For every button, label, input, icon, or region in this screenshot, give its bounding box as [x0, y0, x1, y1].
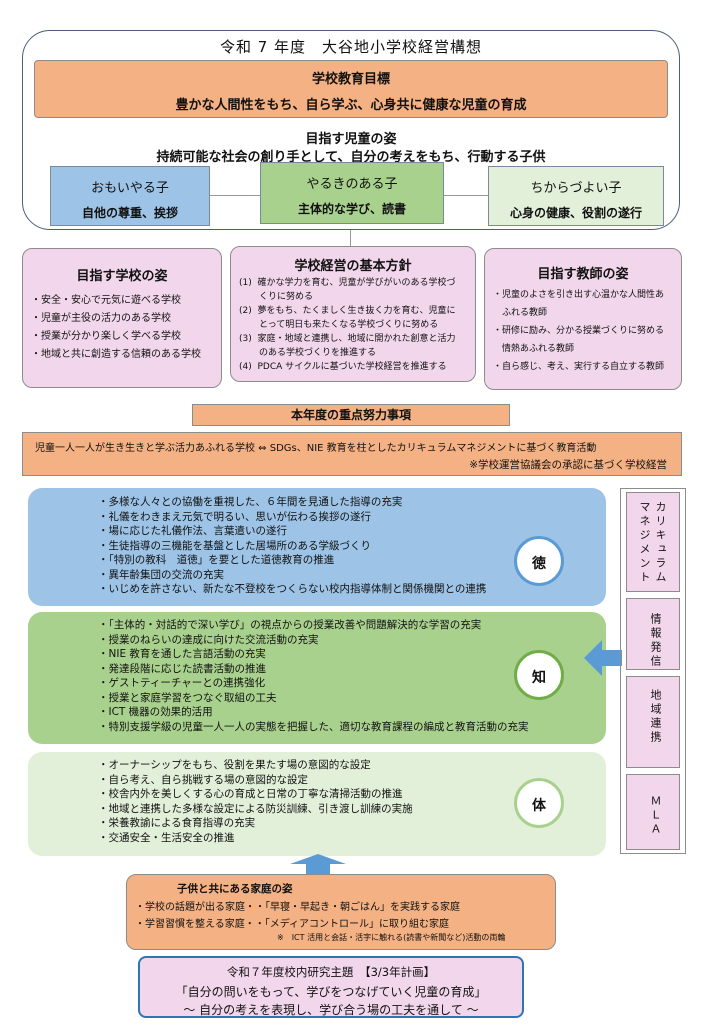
list-item: ・異年齢集団の交流の充実: [98, 568, 224, 581]
child-image-heading: 目指す児童の姿: [305, 132, 397, 147]
connector-line: [350, 230, 351, 248]
list-item: くりに努める: [239, 292, 314, 302]
list-item: (1) 確かな学力を育む、児童が学びがいのある学校づ: [239, 278, 456, 288]
child-box-sub: 心身の健康、役割の遂行: [509, 206, 642, 220]
list-item: 情熱あふれる教師: [493, 344, 575, 354]
tab-label: 地域連携: [649, 689, 662, 745]
goal-text: 豊かな人間性をもち、自ら学ぶ、心身共に健康な児童の育成: [175, 98, 527, 113]
list-item: ・発達段階に応じた読書活動の推進: [98, 662, 266, 675]
list-item: ・自ら考え、自ら挑戦する場の意図的な設定: [98, 773, 308, 786]
family-note: ※ ICT 活用と会話・活字に触れる(読書や新聞など)活動の両輪: [277, 933, 506, 942]
arrow-left-icon: [584, 640, 622, 676]
list-item: ・授業が分かり楽しく学べる学校: [31, 331, 181, 342]
child-box-yaruki: やるきのある子 主体的な学び、読書: [260, 162, 444, 224]
list-item: ・「特別の教科 道徳」を要とした道徳教育の推進: [98, 554, 335, 566]
child-box-title: やるきのある子: [306, 177, 398, 192]
child-image-text: 持続可能な社会の創り手として、自分の考えをもち、行動する子供: [156, 150, 546, 165]
tab-label: 情報発信: [649, 613, 662, 669]
research-theme-box: 令和７年度校内研究主題 【3/3年計画】 「自分の問いをもって、学びをつなげてい…: [138, 956, 524, 1018]
list-item: ・児童が主役の活力のある学校: [31, 313, 171, 324]
child-box-sub: 主体的な学び、読書: [297, 202, 406, 216]
connector-line: [444, 195, 488, 196]
list-item: ・栄養教諭による食育指導の充実: [98, 817, 256, 829]
right-tabs-frame: [620, 488, 686, 854]
list-item: (4) PDCA サイクルに基づいた学校経営を推進する: [239, 362, 447, 372]
research-title: 令和７年度校内研究主題 【3/3年計画】: [226, 965, 436, 979]
list-item: ・「主体的・対話的で深い学び」の視点からの授業改善や問題解決的な学習の充実: [98, 619, 482, 631]
policy-panel: 学校経営の基本方針 (1) 確かな学力を育む、児童が学びがいのある学校づ くりに…: [230, 246, 476, 382]
list-item: ・交通安全・生活安全の推進: [98, 831, 235, 844]
toku-circle: 徳: [514, 536, 564, 586]
list-item: ・安全・安心で元気に遊べる学校: [31, 295, 181, 306]
list-item: ・オーナーシップをもち、役割を果たす場の意図的な設定: [98, 759, 371, 771]
focus-note: ※学校運営協議会の承認に基づく学校経営: [469, 459, 667, 471]
list-item: ・いじめを許さない、新たな不登校をつくらない校内指導体制と関係機関との連携: [98, 583, 487, 595]
family-line: ・学校の話題が出る家庭・・「早寝・早起き・朝ごはん」を実践する家庭: [135, 902, 460, 913]
tai-section: ・オーナーシップをもち、役割を果たす場の意図的な設定 ・自ら考え、自ら挑戦する場…: [28, 752, 606, 856]
child-box-title: おもいやる子: [91, 181, 169, 196]
focus-banner: 児童一人一人が生き生きと学ぶ活力あふれる学校 ⇔ SDGs、NIE 教育を柱とし…: [22, 432, 682, 476]
list-item: ・自ら感じ、考え、実行する自立する教師: [493, 362, 665, 372]
chi-section: ・「主体的・対話的で深い学び」の視点からの授業改善や問題解決的な学習の充実 ・授…: [28, 612, 606, 744]
child-box-title: ちからづよい子: [530, 181, 622, 196]
list-item: ・ICT 機器の効果的活用: [98, 706, 213, 718]
tab-label: ＭＬＡ: [649, 795, 662, 837]
policy-heading: 学校経営の基本方針: [294, 259, 412, 274]
vision-frame: [22, 30, 680, 230]
page-title: 令和 7 年度 大谷地小学校経営構想: [219, 38, 483, 56]
list-item: ・授業と家庭学習をつなぐ取組の工夫: [98, 691, 277, 704]
connector-line: [210, 195, 260, 196]
list-item: ・多様な人々との協働を重視した、６年間を見通した指導の充実: [98, 496, 403, 508]
list-item: ・児童のよさを引き出す心温かな人間性あ: [493, 290, 665, 300]
tab-label: カリキュラム マネジメント: [638, 501, 667, 599]
child-box-omoiyaru: おもいやる子 自他の尊重、挨拶: [50, 166, 210, 226]
list-item: ・ゲストティーチャーとの連携強化: [98, 677, 266, 689]
list-item: ・場に応じた礼儀作法、言葉遣いの遂行: [98, 525, 287, 537]
child-box-chikarazuyoi: ちからづよい子 心身の健康、役割の遂行: [488, 166, 664, 226]
list-item: ・校舎内外を美しくする心の育成と日常の丁寧な清掃活動の推進: [98, 788, 403, 800]
chi-circle: 知: [514, 650, 564, 700]
list-item: ・授業のねらいの達成に向けた交流活動の充実: [98, 633, 319, 646]
list-item: とって明日も来たくなる学校づくりに努める: [239, 320, 439, 330]
list-item: のある学校づくりを推進する: [239, 348, 377, 358]
family-heading: 子供と共にある家庭の姿: [177, 883, 293, 895]
arrow-up-icon: [290, 854, 346, 874]
list-item: ・生徒指導の三機能を基盤とした居場所のある学級づくり: [98, 539, 371, 552]
toku-section: ・多様な人々との協働を重視した、６年間を見通した指導の充実 ・礼儀をわきまえ元気…: [28, 488, 606, 606]
list-item: ・地域と共に創造する信頼のある学校: [31, 349, 201, 360]
list-item: ふれる教師: [493, 308, 548, 318]
family-box: 子供と共にある家庭の姿 ・学校の話題が出る家庭・・「早寝・早起き・朝ごはん」を実…: [126, 874, 556, 950]
list-item: ・研修に励み、分かる授業づくりに努める: [493, 326, 665, 336]
focus-text: 児童一人一人が生き生きと学ぶ活力あふれる学校 ⇔ SDGs、NIE 教育を柱とし…: [35, 443, 597, 454]
focus-label: 本年度の重点努力事項: [192, 404, 510, 426]
list-item: (3) 家庭・地域と連携し、地域に開かれた創意と活力: [239, 334, 456, 344]
school-image-panel: 目指す学校の姿 ・安全・安心で元気に遊べる学校 ・児童が主役の活力のある学校 ・…: [22, 248, 222, 388]
tai-circle: 体: [514, 778, 564, 828]
school-goal-box: 学校教育目標 豊かな人間性をもち、自ら学ぶ、心身共に健康な児童の育成: [34, 60, 668, 118]
child-box-sub: 自他の尊重、挨拶: [81, 206, 178, 220]
research-theme: 「自分の問いをもって、学びをつなげていく児童の育成」: [175, 985, 487, 999]
research-subtheme: ～ 自分の考えを表現し、学び合う場の工夫を通して ～: [183, 1003, 479, 1017]
teacher-image-panel: 目指す教師の姿 ・児童のよさを引き出す心温かな人間性あ ふれる教師 ・研修に励み…: [484, 248, 682, 390]
teacher-heading: 目指す教師の姿: [537, 267, 629, 282]
list-item: ・特別支援学級の児童一人一人の実態を把握した、適切な教育課程の編成と教育活動の充…: [98, 720, 529, 733]
tab-mla: ＭＬＡ: [626, 774, 680, 850]
school-heading: 目指す学校の姿: [76, 269, 168, 284]
family-line: ・学習習慣を整える家庭・・「メディアコントロール」に取り組む家庭: [135, 919, 449, 930]
tab-info: 情報発信: [626, 598, 680, 670]
goal-heading: 学校教育目標: [311, 72, 390, 87]
list-item: ・礼儀をわきまえ元気で明るい、思いが伝わる挨拶の遂行: [98, 510, 371, 523]
list-item: (2) 夢をもち、たくましく生き抜く力を育む、児童に: [239, 306, 456, 316]
tab-curriculum: カリキュラム マネジメント: [626, 492, 680, 599]
list-item: ・NIE 教育を通した言語活動の充実: [98, 648, 266, 660]
tab-community: 地域連携: [626, 676, 680, 768]
list-item: ・地域と連携した多様な設定による防災訓練、引き渡し訓練の実施: [98, 802, 413, 815]
